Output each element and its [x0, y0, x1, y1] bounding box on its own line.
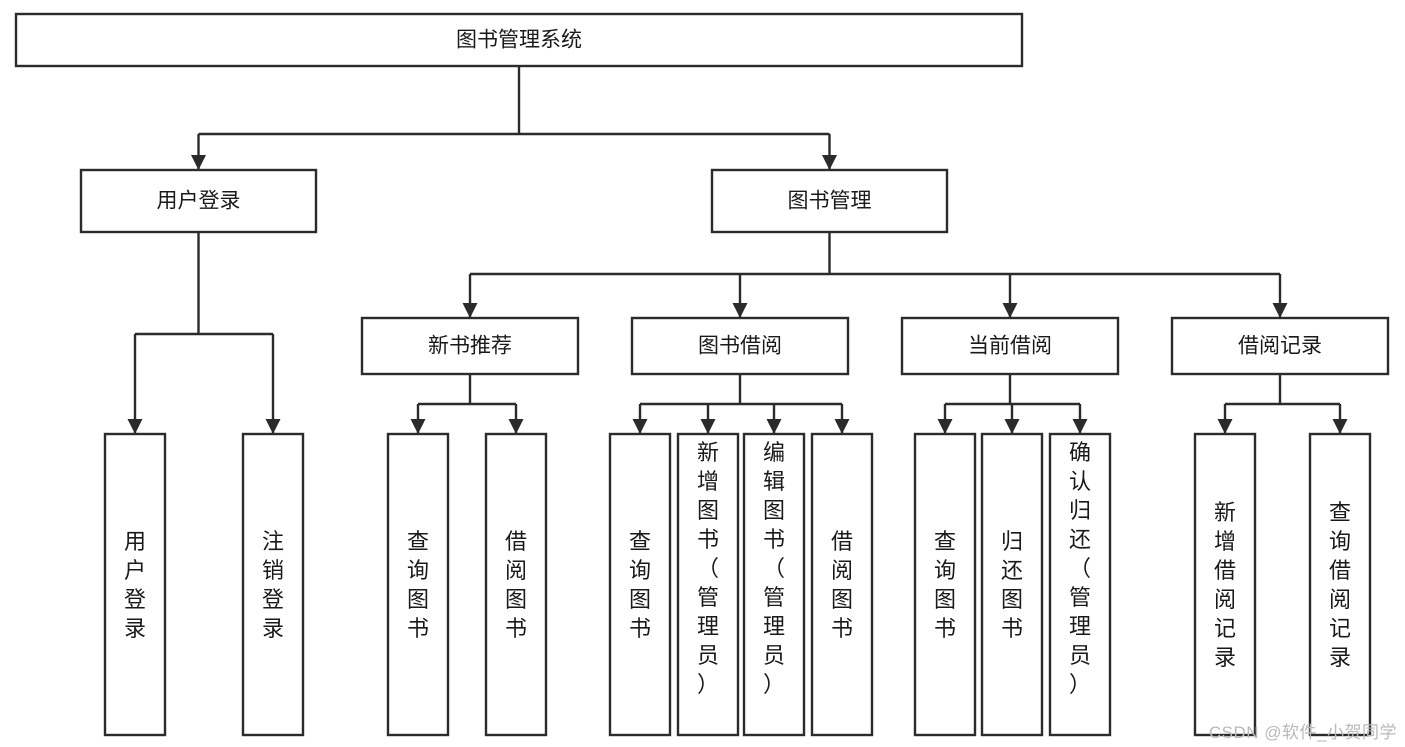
- arrow-head-icon: [937, 419, 953, 434]
- node-label-leaf-user-login: 用户登录: [124, 529, 146, 641]
- node-user-login[interactable]: 用户登录: [79, 168, 318, 234]
- node-label-root: 图书管理系统: [456, 29, 582, 52]
- arrow-head-icon: [700, 419, 716, 434]
- node-box-leaf-return-book[interactable]: [980, 432, 1044, 737]
- node-label-leaf-borrow-book-rec: 借阅图书: [505, 529, 527, 641]
- node-box-leaf-query-book-current[interactable]: [913, 432, 977, 737]
- node-new-book-recommend[interactable]: 新书推荐: [360, 316, 580, 376]
- edge-root-to-level2: [191, 66, 837, 170]
- node-leaf-borrow-book-rec[interactable]: 借阅图书: [484, 432, 548, 737]
- node-book-borrow[interactable]: 图书借阅: [630, 316, 850, 376]
- arrow-head-icon: [462, 303, 478, 318]
- node-leaf-query-book-rec[interactable]: 查询图书: [386, 432, 450, 737]
- node-label-book-manage: 图书管理: [788, 190, 872, 213]
- arrow-head-icon: [1004, 419, 1020, 434]
- node-box-leaf-query-borrow-record[interactable]: [1308, 432, 1372, 737]
- arrow-head-icon: [1072, 419, 1088, 434]
- node-box-new-book-recommend[interactable]: [360, 316, 580, 376]
- node-box-user-login[interactable]: [79, 168, 318, 234]
- arrow-head-icon: [732, 303, 748, 318]
- edge-userlogin-to-leaves: [127, 232, 281, 434]
- node-label-new-book-recommend: 新书推荐: [428, 335, 512, 358]
- node-box-book-borrow[interactable]: [630, 316, 850, 376]
- node-label-leaf-query-book-borrow: 查询图书: [629, 529, 651, 641]
- node-label-leaf-query-book-current: 查询图书: [934, 529, 956, 641]
- node-label-leaf-query-book-rec: 查询图书: [407, 529, 429, 641]
- node-box-leaf-query-book-borrow[interactable]: [608, 432, 672, 737]
- arrow-head-icon: [1217, 419, 1233, 434]
- node-leaf-borrow-book-borrow[interactable]: 借阅图书: [810, 432, 874, 737]
- node-label-leaf-confirm-return-admin: 确认归还（管理员）: [1069, 440, 1091, 697]
- node-box-leaf-borrow-book-rec[interactable]: [484, 432, 548, 737]
- node-current-borrow[interactable]: 当前借阅: [900, 316, 1120, 376]
- node-box-leaf-borrow-book-borrow[interactable]: [810, 432, 874, 737]
- node-box-leaf-confirm-return-admin[interactable]: [1048, 432, 1112, 737]
- node-label-borrow-record: 借阅记录: [1238, 335, 1322, 358]
- node-box-leaf-add-book-admin[interactable]: [676, 432, 740, 737]
- arrow-head-icon: [632, 419, 648, 434]
- node-root[interactable]: 图书管理系统: [14, 12, 1024, 68]
- node-leaf-user-login[interactable]: 用户登录: [103, 432, 167, 737]
- edge-rec-to-leaves: [410, 374, 524, 434]
- arrow-head-icon: [834, 419, 850, 434]
- arrow-head-icon: [508, 419, 524, 434]
- node-box-leaf-logout-login[interactable]: [241, 432, 305, 737]
- node-box-book-manage[interactable]: [710, 168, 949, 234]
- arrow-head-icon: [766, 419, 782, 434]
- csdn-watermark: CSDN @软件_小贺同学: [1208, 723, 1397, 742]
- arrow-head-icon: [1332, 419, 1348, 434]
- arrow-head-icon: [191, 155, 206, 170]
- node-label-leaf-add-borrow-record: 新增借阅记录: [1214, 500, 1236, 670]
- node-box-leaf-query-book-rec[interactable]: [386, 432, 450, 737]
- node-leaf-query-book-current[interactable]: 查询图书: [913, 432, 977, 737]
- node-label-leaf-borrow-book-borrow: 借阅图书: [831, 529, 853, 641]
- arrow-head-icon: [265, 419, 281, 434]
- node-borrow-record[interactable]: 借阅记录: [1170, 316, 1390, 376]
- arrow-head-icon: [127, 419, 143, 434]
- edge-borrow-to-leaves: [632, 374, 850, 434]
- connectors-layer: [127, 66, 1348, 434]
- node-box-current-borrow[interactable]: [900, 316, 1120, 376]
- node-leaf-query-book-borrow[interactable]: 查询图书: [608, 432, 672, 737]
- node-leaf-add-book-admin[interactable]: 新增图书（管理员）: [676, 432, 740, 737]
- arrow-head-icon: [1002, 303, 1018, 318]
- node-label-leaf-query-borrow-record: 查询借阅记录: [1329, 500, 1351, 670]
- node-leaf-query-borrow-record[interactable]: 查询借阅记录: [1308, 432, 1372, 737]
- node-label-user-login: 用户登录: [157, 190, 241, 213]
- node-box-root[interactable]: [14, 12, 1024, 68]
- node-leaf-confirm-return-admin[interactable]: 确认归还（管理员）: [1048, 432, 1112, 737]
- nodes-layer: 图书管理系统用户登录图书管理新书推荐图书借阅当前借阅借阅记录用户登录注销登录查询…: [14, 12, 1390, 737]
- node-leaf-edit-book-admin[interactable]: 编辑图书（管理员）: [742, 432, 806, 737]
- node-label-leaf-return-book: 归还图书: [1001, 529, 1023, 641]
- node-leaf-logout-login[interactable]: 注销登录: [241, 432, 305, 737]
- edge-bookmanage-to-level3: [462, 232, 1288, 318]
- arrow-head-icon: [1272, 303, 1288, 318]
- node-label-book-borrow: 图书借阅: [698, 335, 782, 358]
- node-label-leaf-add-book-admin: 新增图书（管理员）: [697, 440, 719, 697]
- edge-current-to-leaves: [937, 374, 1088, 434]
- node-leaf-return-book[interactable]: 归还图书: [980, 432, 1044, 737]
- edge-record-to-leaves: [1217, 374, 1348, 434]
- node-box-leaf-edit-book-admin[interactable]: [742, 432, 806, 737]
- arrow-head-icon: [822, 155, 837, 170]
- node-label-current-borrow: 当前借阅: [968, 335, 1052, 358]
- node-box-leaf-user-login[interactable]: [103, 432, 167, 737]
- node-leaf-add-borrow-record[interactable]: 新增借阅记录: [1193, 432, 1257, 737]
- node-box-leaf-add-borrow-record[interactable]: [1193, 432, 1257, 737]
- node-book-manage[interactable]: 图书管理: [710, 168, 949, 234]
- node-label-leaf-logout-login: 注销登录: [262, 529, 284, 641]
- node-box-borrow-record[interactable]: [1170, 316, 1390, 376]
- arrow-head-icon: [410, 419, 426, 434]
- node-label-leaf-edit-book-admin: 编辑图书（管理员）: [763, 440, 785, 697]
